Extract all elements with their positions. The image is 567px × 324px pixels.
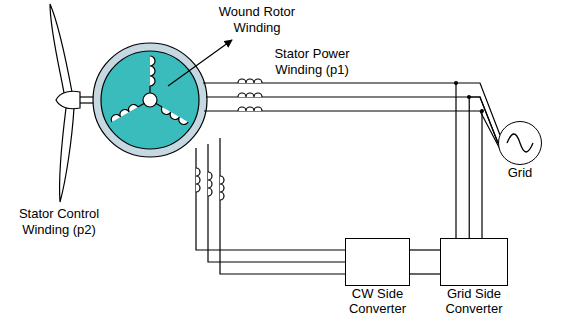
converter-box: Grid Side Converter (440, 238, 508, 286)
power-wire (469, 97, 498, 238)
sine-symbol (499, 122, 539, 162)
node-label: CW Side Converter (336, 287, 420, 317)
converter-box: CW Side Converter (345, 238, 410, 286)
callout-label: Stator Power Winding (p1) (262, 46, 362, 77)
callout-label: Stator Control Winding (p2) (4, 206, 114, 237)
power-wire (410, 249, 440, 250)
turbine-blade (50, 4, 72, 93)
rotor-shaft (143, 93, 157, 107)
callout-label: Wound Rotor Winding (212, 4, 302, 35)
turbine-blade (59, 108, 74, 202)
node-label: Grid (490, 166, 550, 181)
winding-coils (196, 79, 262, 200)
node-label: Grid Side Converter (432, 287, 516, 317)
leader-arrow (168, 40, 232, 86)
grid-source: Grid (498, 121, 542, 165)
rotor-winding (109, 56, 188, 126)
stator-ring (93, 43, 207, 157)
rotor-core (101, 51, 199, 149)
turbine-hub (56, 91, 80, 108)
